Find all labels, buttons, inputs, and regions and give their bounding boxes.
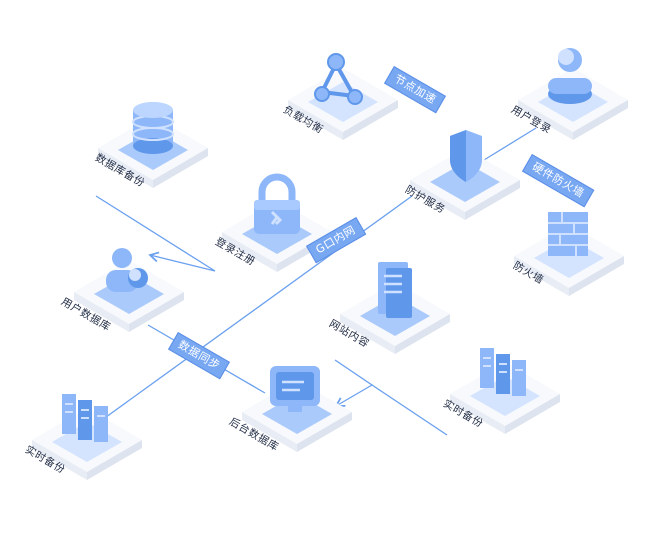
node-login-register[interactable]: 登录注册 <box>212 172 342 292</box>
database-stack-icon <box>132 102 174 154</box>
node-backend-database[interactable]: 后台数据库 <box>227 352 362 472</box>
node-realtime-backup-right[interactable]: 实时备份 <box>440 334 570 454</box>
server-rack-icon <box>480 348 526 396</box>
brick-wall-icon <box>548 212 588 256</box>
node-firewall[interactable]: 防火墙 <box>504 196 634 316</box>
user-icon <box>548 48 592 104</box>
platform <box>410 148 520 220</box>
node-database-backup[interactable]: 数据库备份 <box>88 88 218 208</box>
network-nodes-icon <box>314 53 363 105</box>
node-user-login[interactable]: 用户登录 <box>508 40 638 160</box>
users-icon <box>106 248 148 292</box>
node-realtime-backup-left[interactable]: 实时备份 <box>22 380 152 500</box>
monitor-icon <box>270 366 320 412</box>
node-ddos-protection[interactable]: 防护服务 <box>400 120 530 240</box>
document-icon <box>378 262 412 318</box>
line-database-backup-to-login <box>95 195 216 272</box>
node-user-database[interactable]: 用户数据库 <box>59 232 194 352</box>
line-protection-to-user-login <box>483 127 537 161</box>
node-website-content[interactable]: 网站内容 <box>327 254 460 374</box>
node-load-balancing[interactable]: 负载均衡 <box>278 40 408 160</box>
platform <box>74 260 184 332</box>
shield-icon <box>450 130 482 182</box>
server-rack-icon <box>62 394 108 442</box>
padlock-icon <box>254 173 300 234</box>
platform <box>288 68 398 140</box>
line-realtime-backup-right-to-content <box>371 384 448 436</box>
line-login-to-user-database <box>148 251 216 272</box>
